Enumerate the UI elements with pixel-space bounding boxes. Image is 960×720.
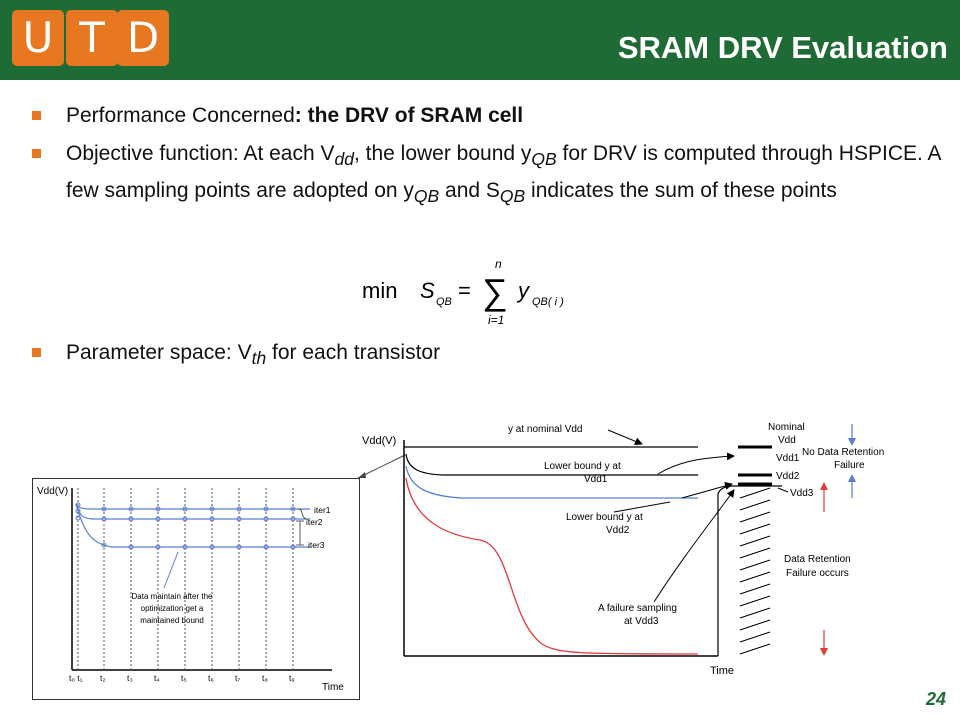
logo-letter-u: U xyxy=(12,10,64,66)
label-lower-bound-vdd2-line2: Vdd2 xyxy=(606,525,630,536)
arrow-vdd1 xyxy=(657,452,735,475)
inset-tick-t9: t₉ xyxy=(289,673,295,683)
pointer-vdd3 xyxy=(777,487,789,493)
connector-line xyxy=(357,454,406,479)
inset-iteration-plot: Vdd(V) Time iter1 iter2 iter3 Data maint… xyxy=(32,478,360,700)
arrow-vdd3 xyxy=(653,489,735,603)
failure-hatch xyxy=(739,487,771,655)
label-no-retention-line1: No Data Retention xyxy=(802,447,884,458)
arrowhead-red-up xyxy=(820,482,828,490)
label-vdd1: Vdd1 xyxy=(776,453,800,464)
inset-tick-t6: t₆ xyxy=(208,673,214,683)
bullet-list: Performance Concerned: the DRV of SRAM c… xyxy=(32,100,942,375)
bullet-objective: Objective function: At each Vdd, the low… xyxy=(32,138,942,212)
formula-upper: n xyxy=(495,258,502,271)
label-vdd2: Vdd2 xyxy=(776,471,800,482)
inset-label-iter3: iter3 xyxy=(308,540,325,550)
inset-label-iter1: iter1 xyxy=(314,505,331,515)
formula-s-sub: QB xyxy=(436,296,452,308)
bullet-performance: Performance Concerned: the DRV of SRAM c… xyxy=(32,100,942,132)
inset-note-pointer xyxy=(163,551,179,589)
inset-ylabel: Vdd(V) xyxy=(37,486,68,497)
arrow-nominal-curve xyxy=(607,429,643,446)
arrow-vdd2 xyxy=(681,482,733,499)
logo-letter-d: D xyxy=(117,10,169,66)
formula-s: S xyxy=(420,278,435,303)
inset-tick-t0t1: t₀ t₁ xyxy=(69,673,83,683)
connector-arrowhead xyxy=(358,472,366,478)
label-nominal-vdd: Vdd xyxy=(778,435,796,446)
inset-tick-t4: t₄ xyxy=(154,673,160,683)
arrowhead-blue-up xyxy=(848,474,856,482)
inset-tick-t2: t₂ xyxy=(100,673,106,683)
label-retention-line2: Failure occurs xyxy=(786,568,849,579)
arrowhead-red-down xyxy=(820,648,828,656)
bullet-parameter-space: Parameter space: Vth for each transistor xyxy=(32,337,942,374)
label-lower-bound-vdd1-line1: Lower bound y at xyxy=(544,461,621,472)
inset-tick-t7: t₇ xyxy=(235,673,240,683)
formula-sigma: ∑ xyxy=(482,271,508,312)
inset-frame xyxy=(32,478,360,700)
main-xlabel: Time xyxy=(710,665,734,677)
label-failure-line2: at Vdd3 xyxy=(624,616,659,627)
logo-letter-t: T xyxy=(66,10,118,66)
slide-title: SRAM DRV Evaluation xyxy=(617,30,948,65)
formula-lower: i=1 xyxy=(488,313,504,327)
header-bar: U T D SRAM DRV Evaluation xyxy=(0,0,960,80)
inset-label-iter2: iter2 xyxy=(306,517,323,527)
label-nominal: Nominal xyxy=(768,422,805,433)
main-ylabel: Vdd(V) xyxy=(362,435,396,447)
label-nominal-curve: y at nominal Vdd xyxy=(508,424,583,435)
inset-note-line3: maintained bound xyxy=(140,616,204,625)
formula-eq: = xyxy=(458,278,471,303)
formula-min: min xyxy=(362,278,397,303)
inset-xlabel: Time xyxy=(322,682,344,693)
inset-tick-t5: t₅ xyxy=(181,673,187,683)
formula-y: y xyxy=(516,278,531,303)
label-vdd3: Vdd3 xyxy=(790,488,814,499)
curve-lower-bound-vdd1 xyxy=(405,453,698,476)
label-lower-bound-vdd1-line2: Vdd1 xyxy=(584,474,608,485)
inset-note-line1: Data maintain after the xyxy=(132,592,213,601)
inset-curve-iter3 xyxy=(75,503,310,548)
curve-lower-bound-vdd2 xyxy=(405,465,698,499)
inset-iter-brackets xyxy=(296,508,307,546)
inset-note-line2: optimization get a xyxy=(141,604,204,613)
pointer-lb2 xyxy=(613,501,671,513)
label-failure-line1: A failure sampling xyxy=(598,603,677,614)
label-lower-bound-vdd2-line1: Lower bound y at xyxy=(566,512,643,523)
formula-y-sub: QB( i ) xyxy=(532,296,564,308)
inset-sample-points xyxy=(75,502,296,550)
inset-tick-t3: t₃ xyxy=(127,673,133,683)
curve-failure-vdd3 xyxy=(405,477,699,655)
objective-formula: min S QB = n ∑ i=1 y QB( i ) xyxy=(362,258,564,327)
arrowhead-blue-down xyxy=(848,438,856,446)
page-number: 24 xyxy=(925,689,946,709)
label-retention-line1: Data Retention xyxy=(784,554,851,565)
inset-tick-t8: t₈ xyxy=(262,673,268,683)
drv-waveform-plot: Vdd(V) Time y at nominal Vdd Lower bound… xyxy=(362,422,884,677)
retention-boundary xyxy=(717,485,782,656)
label-no-retention-line2: Failure xyxy=(834,460,865,471)
